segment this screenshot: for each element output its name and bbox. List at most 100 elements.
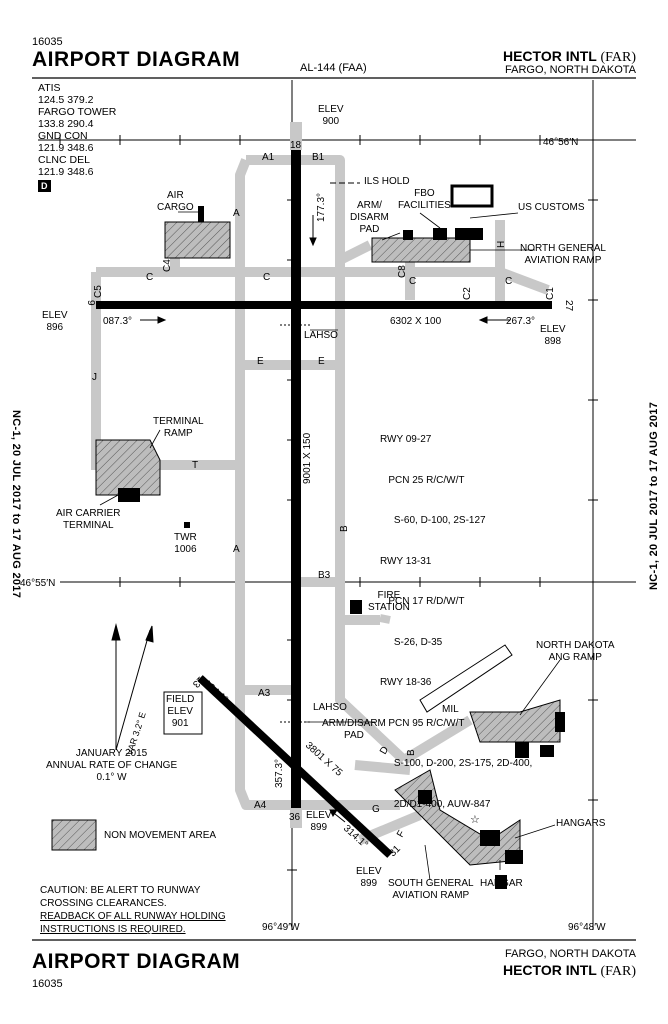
freq-line: GND CON <box>38 130 88 142</box>
taxiway-label: D <box>378 745 391 757</box>
freq-line: FARGO TOWER <box>38 106 117 118</box>
air-cargo-ramp <box>164 221 231 259</box>
taxiway-label: C8 <box>397 265 408 278</box>
taxiway-a <box>235 158 296 810</box>
field-elev-box <box>163 691 203 735</box>
taxiway-label: B3 <box>318 570 331 581</box>
runway-info-line: PCN 25 R/C/W/T <box>380 474 465 486</box>
left-margin-date: NC-1, 20 JUL 2017 to 17 AUG 2017 <box>10 410 22 599</box>
hangar-star-icon: ☆ <box>470 814 480 826</box>
lon-right: 96°48′W <box>568 922 606 933</box>
hangars-label: HANGARS <box>556 818 606 829</box>
runways <box>96 150 552 858</box>
taxiway-d <box>354 760 411 775</box>
tower-symbol <box>184 522 190 528</box>
taxiway-label: C4 <box>162 259 173 272</box>
runway-info-line: RWY 09-27 <box>380 434 432 445</box>
taxiway-label: A4 <box>254 800 267 811</box>
elev-9-label: ELEV 896 <box>42 310 68 333</box>
chart-title-top: AIRPORT DIAGRAM <box>32 48 241 71</box>
lon-left: 96°49′W <box>262 922 300 933</box>
rwy-18-end: 18 <box>290 140 302 151</box>
elev-18-label: ELEV 900 <box>318 104 344 127</box>
heading-arrows <box>140 215 510 823</box>
taxiway-label: T <box>192 460 198 471</box>
mil-parking <box>419 644 513 713</box>
taxiway-label: E <box>318 356 325 367</box>
rwy-13-31-size: 3801 X 75 <box>303 740 345 779</box>
location-top: FARGO, NORTH DAKOTA <box>505 64 636 76</box>
taxiway-label: C1 <box>545 287 556 300</box>
air-carrier-label: AIR CARRIER TERMINAL <box>56 508 121 531</box>
rwy-18-hdg: 177.3° <box>316 193 327 222</box>
legend-nonmove-label: NON MOVEMENT AREA <box>104 830 217 841</box>
overrun-18 <box>290 122 302 150</box>
runway-info-line: RWY 18-36 <box>380 677 432 688</box>
chart-number-bottom: 16035 <box>32 978 63 990</box>
chart-title-bottom: AIRPORT DIAGRAM <box>32 950 241 973</box>
taxiway-label: A <box>233 208 240 219</box>
taxiway-label: C5 <box>93 285 104 298</box>
taxiway-label: A <box>233 544 240 555</box>
ils-hold-label: ILS HOLD <box>364 176 410 187</box>
rwy-36-end: 36 <box>289 812 301 823</box>
rwy-27-end: 27 <box>563 300 574 312</box>
variation-arrows <box>111 623 154 751</box>
leader-lines <box>99 211 561 881</box>
caution-line: CROSSING CLEARANCES. <box>40 898 167 909</box>
south-ga-label: SOUTH GENERAL AVIATION RAMP <box>388 878 474 901</box>
lahso-marks <box>280 324 312 723</box>
runway-info-line: S-100, D-200, 2S-175, 2D-400, <box>380 758 533 769</box>
hangar-label: HANGAR <box>480 878 523 889</box>
airport-id: (FAR) <box>600 964 636 979</box>
taxiway-label: G <box>372 804 380 815</box>
us-customs-building <box>450 184 494 208</box>
lahso-south-label: LAHSO <box>313 702 347 713</box>
rwy-27-hdg: 267.3° <box>506 316 535 327</box>
taxiway-c1 <box>498 267 550 295</box>
freq-line: 133.8 290.4 <box>38 118 94 130</box>
taxiway-label: B1 <box>312 152 325 163</box>
legend-swatch <box>51 819 97 851</box>
taxiway-label: J <box>92 372 97 383</box>
annual-change-label: JANUARY 2015 ANNUAL RATE OF CHANGE 0.1° … <box>46 748 178 783</box>
caution-line: READBACK OF ALL RUNWAY HOLDING <box>40 911 226 922</box>
air-cargo-building <box>198 206 204 222</box>
freq-line: 121.9 348.6 <box>38 166 94 178</box>
fbo-label: FBO FACILITIES <box>398 188 451 211</box>
mil-taxi <box>401 715 473 765</box>
elev-31-label: ELEV 899 <box>356 866 382 889</box>
right-margin-date: NC-1, 20 JUL 2017 to 17 AUG 2017 <box>648 401 660 590</box>
lat-top: 46°56′N <box>543 137 578 148</box>
freq-line: CLNC DEL <box>38 154 90 166</box>
arm-disarm-north-label: ARM/ DISARM PAD <box>350 200 389 235</box>
taxiway-label: C <box>146 272 153 283</box>
north-ga-label: NORTH GENERAL AVIATION RAMP <box>520 243 606 266</box>
airport-name-bottom: HECTOR INTL (FAR) <box>503 962 636 980</box>
fire-station-building <box>350 600 362 614</box>
airport-name: HECTOR INTL <box>502 48 597 64</box>
taxiway-label: F <box>395 829 408 840</box>
lat-mid: 46°55′N <box>20 578 55 589</box>
arm-disarm-north-taxi <box>337 240 373 265</box>
caution-line: CAUTION: BE ALERT TO RUNWAY <box>40 885 201 896</box>
frequency-list: ATIS 124.5 379.2 FARGO TOWER 133.8 290.4… <box>38 82 116 192</box>
rwy-31-end: 31 <box>387 843 403 859</box>
overrun-36 <box>290 808 302 828</box>
airport-name-top: HECTOR INTL (FAR) <box>503 48 636 66</box>
taxiway-b <box>296 155 408 764</box>
taxiway-label: C2 <box>462 287 473 300</box>
arm-disarm-south-label: ARM/DISARM PAD <box>322 718 386 741</box>
elev-27-label: ELEV 898 <box>540 324 566 347</box>
taxiway-labels: A1 B1 A A C C C C C4 C5 C8 C2 C1 E E J T… <box>92 152 556 840</box>
location-bottom: FARGO, NORTH DAKOTA <box>505 948 636 960</box>
elev-36-label: ELEV 899 <box>306 810 332 833</box>
field-elev-label: FIELD ELEV 901 <box>166 694 195 729</box>
taxiway-label: A1 <box>262 152 275 163</box>
runway-end-labels: 18 36 9 27 6302 X 100 087.3° 267.3° <box>85 140 574 823</box>
nd-ang-label: NORTH DAKOTA ANG RAMP <box>536 640 615 663</box>
taxiway-label: B <box>406 749 417 756</box>
taxiway-label: C <box>263 272 270 283</box>
tower-label: TWR 1006 <box>174 532 197 555</box>
taxiway-label: A3 <box>258 688 271 699</box>
